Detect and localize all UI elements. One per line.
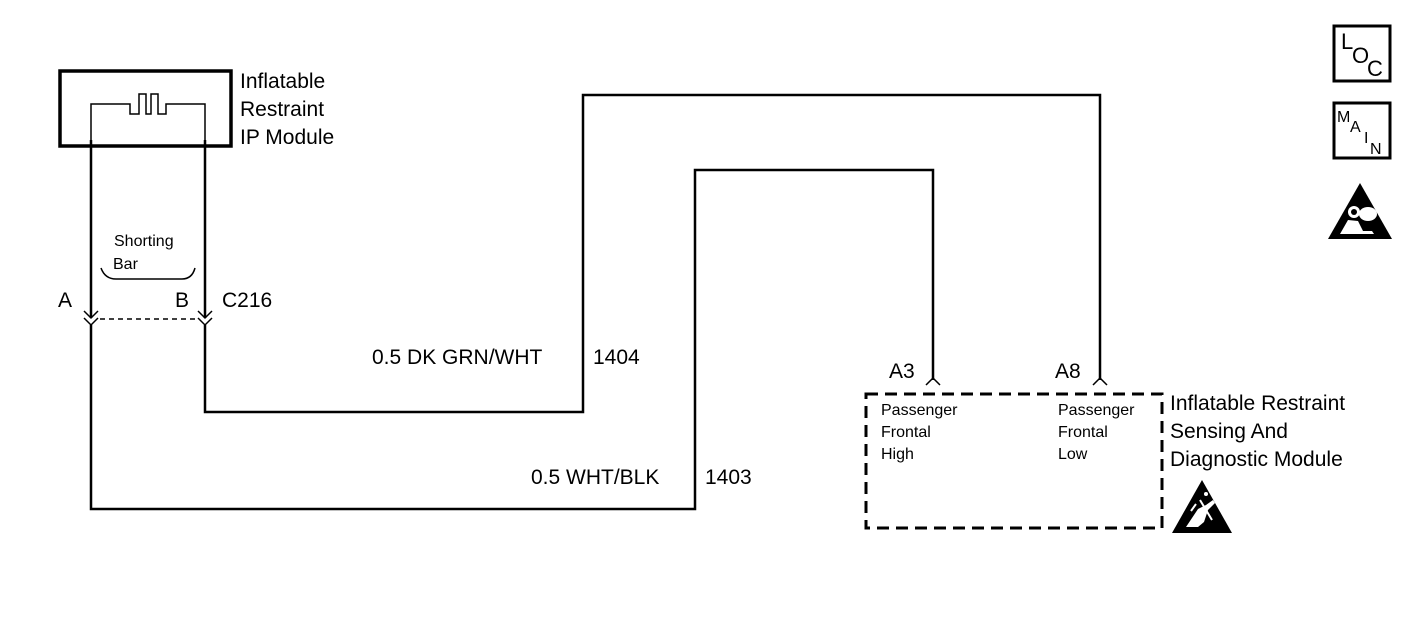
loc-letter-c: C xyxy=(1367,56,1383,81)
shorting-bar-label-1: Shorting xyxy=(114,233,174,250)
sdm-a3-desc-2: Frontal xyxy=(881,424,931,441)
sdm-pin-a8-terminal xyxy=(1092,376,1108,386)
sdm-label-2: Sensing And xyxy=(1170,420,1288,443)
ip-module xyxy=(58,69,233,148)
wire-1403-gauge-color: 0.5 WHT/BLK xyxy=(531,466,659,489)
loc-letter-l: L xyxy=(1341,29,1353,54)
sdm-a8-desc-1: Passenger xyxy=(1058,402,1135,419)
main-letter-i: I xyxy=(1364,130,1368,147)
sdm-pin-a3-terminal xyxy=(925,376,941,386)
sdm-a8-desc-3: Low xyxy=(1058,446,1088,463)
squib-symbol xyxy=(90,93,206,140)
connector-pin-b: B xyxy=(175,289,189,312)
main-button[interactable]: M A I N xyxy=(1332,101,1392,160)
main-letter-a: A xyxy=(1350,119,1361,136)
wire-1403-circuit: 1403 xyxy=(705,466,752,489)
ip-module-label-2: Restraint xyxy=(240,98,324,121)
loc-letter-o: O xyxy=(1352,43,1369,68)
shorting-bar-label-2: Bar xyxy=(113,256,139,273)
loc-button[interactable]: L O C xyxy=(1332,24,1392,83)
sdm-label-3: Diagnostic Module xyxy=(1170,448,1343,471)
sdm-a3-desc-1: Passenger xyxy=(881,402,958,419)
ip-module-label-1: Inflatable xyxy=(240,70,325,93)
sdm-a3-desc-3: High xyxy=(881,446,914,463)
sdm-box xyxy=(864,392,1164,530)
wire-1404-circuit: 1404 xyxy=(593,346,640,369)
wire-1404 xyxy=(203,93,1102,414)
main-letter-m: M xyxy=(1337,109,1350,126)
shorting-bar-bracket xyxy=(100,267,196,280)
airbag-warning-icon[interactable] xyxy=(1328,183,1392,239)
sdm-pin-a8: A8 xyxy=(1055,360,1081,383)
sdm-a8-desc-2: Frontal xyxy=(1058,424,1108,441)
connector-pin-a: A xyxy=(58,289,72,312)
sdm-pin-a3: A3 xyxy=(889,360,915,383)
ip-module-box xyxy=(58,69,233,148)
connector-name: C216 xyxy=(222,289,272,312)
ip-module-label-3: IP Module xyxy=(240,126,334,149)
esd-sensitive-icon xyxy=(1172,480,1232,533)
wire-1403 xyxy=(89,168,935,511)
main-letter-n: N xyxy=(1370,141,1382,158)
wire-1404-gauge-color: 0.5 DK GRN/WHT xyxy=(372,346,543,369)
sdm-label-1: Inflatable Restraint xyxy=(1170,392,1345,415)
